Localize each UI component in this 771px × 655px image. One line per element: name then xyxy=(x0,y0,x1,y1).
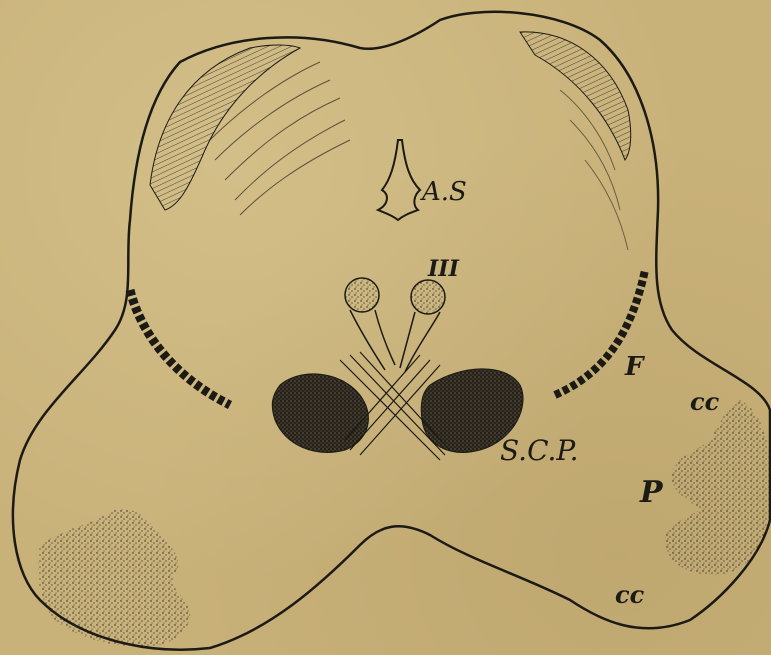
label-scp: S.C.P. xyxy=(500,434,578,467)
scp-left-mass xyxy=(272,374,368,452)
label-pes: P xyxy=(639,475,664,510)
oculomotor-nucleus-left xyxy=(345,278,379,312)
aqueduct-shape xyxy=(378,140,420,220)
label-crus-lower: cc xyxy=(615,580,645,609)
oculomotor-nucleus-right xyxy=(411,280,445,314)
label-oculomotor: III xyxy=(427,256,460,282)
oculomotor-rootlets xyxy=(350,310,440,372)
lower-left-stipple xyxy=(38,509,190,646)
right-pes-stipple xyxy=(664,400,770,575)
upper-right-hatching xyxy=(520,32,631,160)
label-aqueduct: A.S xyxy=(420,177,467,207)
left-fibre-arc xyxy=(130,290,230,405)
label-crus-upper: cc xyxy=(690,387,720,416)
label-fibres: F xyxy=(624,352,645,382)
